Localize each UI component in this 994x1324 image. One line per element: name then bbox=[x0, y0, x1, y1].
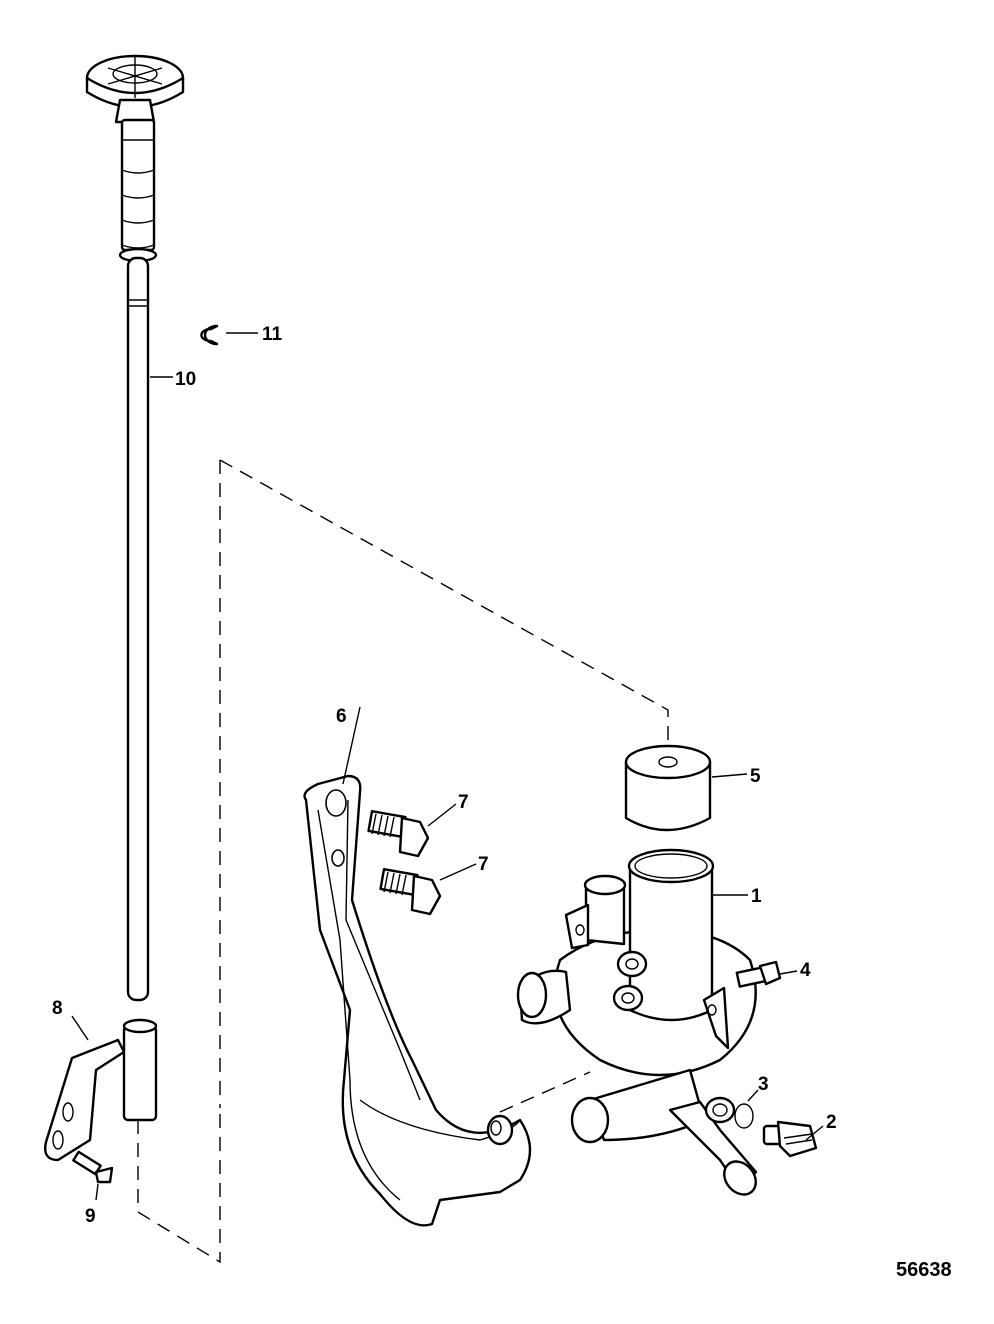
callout-9: 9 bbox=[85, 1206, 96, 1227]
tube-bracket-part-8 bbox=[44, 1018, 158, 1162]
leader-lines bbox=[71, 332, 824, 1201]
mounting-bracket-part-6 bbox=[303, 774, 532, 1227]
callout-7b: 7 bbox=[478, 854, 489, 875]
callout-3: 3 bbox=[758, 1074, 769, 1095]
figure-id-label: 56638 bbox=[896, 1259, 952, 1281]
cap-part-5 bbox=[624, 744, 712, 832]
housing-part-1 bbox=[516, 848, 758, 1196]
callout-8: 8 bbox=[52, 998, 63, 1019]
drain-plug-part-2 bbox=[762, 1120, 818, 1158]
callout-labels: 11 10 5 1 4 3 2 6 7 7 8 9 56638 bbox=[52, 324, 952, 1281]
e-clip-part-11 bbox=[200, 324, 219, 346]
callout-6: 6 bbox=[336, 706, 347, 727]
callout-11: 11 bbox=[262, 324, 283, 345]
callout-2: 2 bbox=[826, 1112, 837, 1133]
bolt-part-7b bbox=[379, 867, 442, 916]
callout-5: 5 bbox=[750, 766, 761, 787]
screw-part-9 bbox=[72, 1150, 114, 1184]
callout-10: 10 bbox=[175, 369, 196, 390]
bolt-part-4 bbox=[735, 960, 782, 988]
dipstick-part-10 bbox=[85, 54, 185, 1002]
assembly-dashed-lines bbox=[137, 459, 669, 1264]
callout-1: 1 bbox=[751, 886, 762, 907]
bolt-part-7a bbox=[367, 809, 430, 858]
callout-7a: 7 bbox=[458, 792, 469, 813]
callout-4: 4 bbox=[800, 960, 811, 981]
o-ring-part-3 bbox=[734, 1103, 754, 1129]
